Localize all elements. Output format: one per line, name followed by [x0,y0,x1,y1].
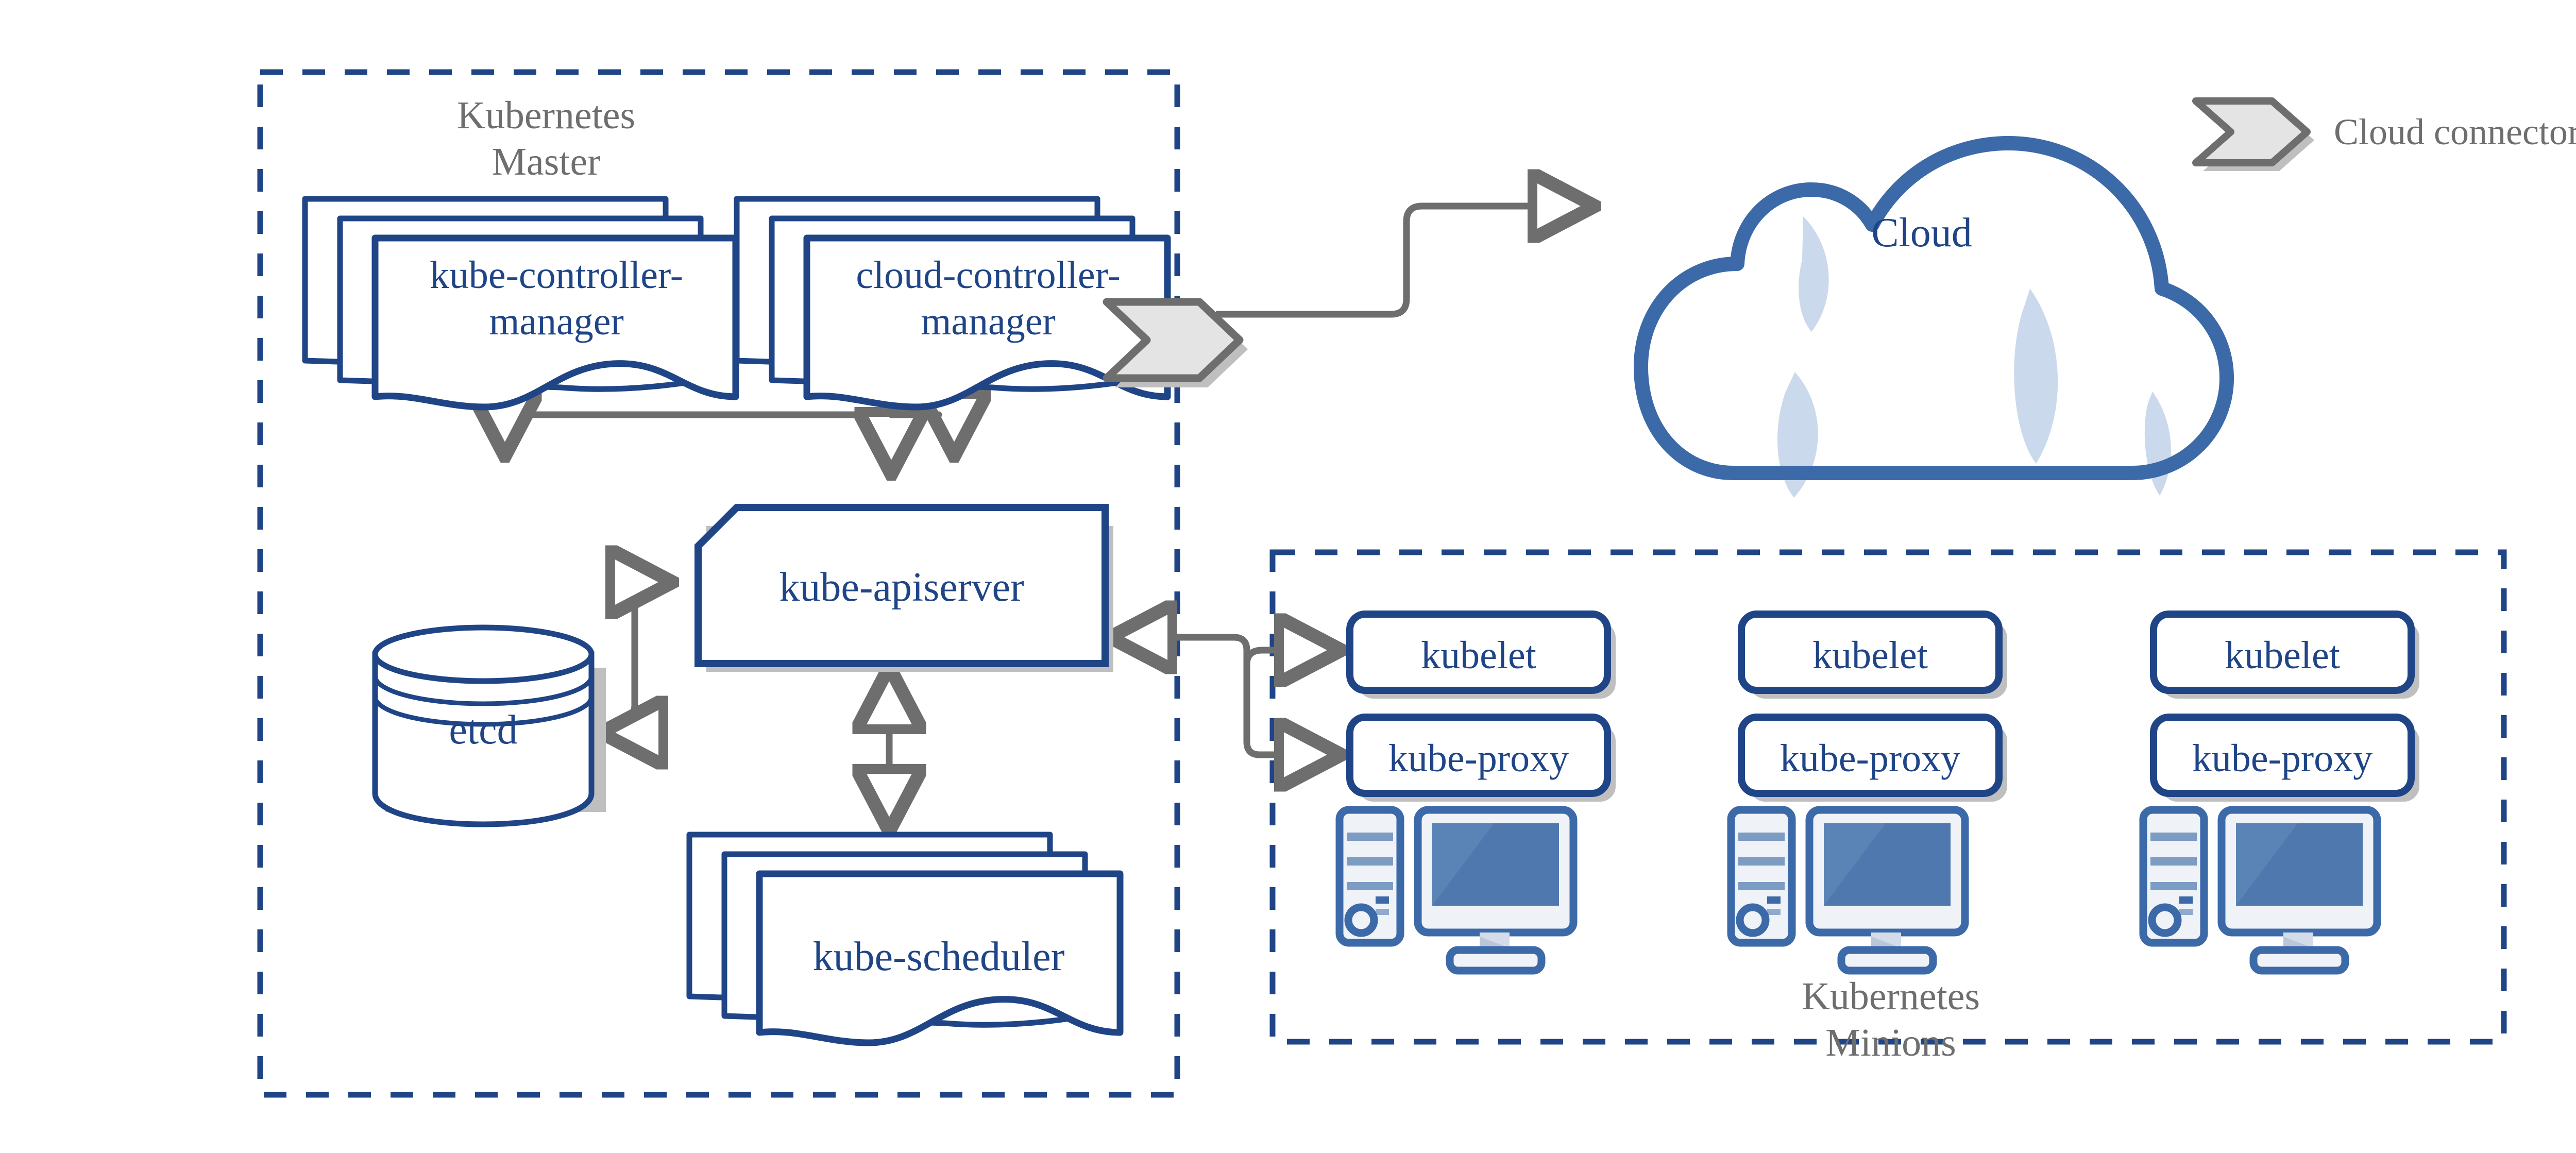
node-kubelet-2[interactable] [1738,611,2003,694]
node-cloud[interactable] [1634,136,2234,498]
node-label-kubelet-3: kubelet [2225,634,2340,677]
node-label-kube-scheduler: kube-scheduler [812,934,1065,979]
chevron-connector-icon-master [1103,298,1248,387]
group-box-minions [1269,549,2507,1045]
node-kube-proxy-3[interactable] [2150,714,2415,797]
node-label-kube-controller-manager: kube-controller- manager [429,253,684,343]
edge-apiserver-kubelet [1243,650,1338,665]
node-kubelet-3[interactable] [2150,611,2415,694]
legend-chevron-connector-icon [2192,97,2314,171]
node-kube-scheduler[interactable] [686,832,1124,1046]
desktop-computer-icon-2 [1727,806,1969,975]
desktop-computer-icon-3 [2139,806,2381,975]
legend-label-cloud-connector: Cloud connector [2334,111,2576,152]
node-label-kubelet-2: kubelet [1812,634,1928,677]
edge-apiserver-cloudcontroller [941,415,954,453]
node-kube-proxy-1[interactable] [1346,714,1611,797]
group-label-minions: Kubernetes Minions [1801,975,1980,1064]
node-label-kube-proxy-3: kube-proxy [2192,737,2373,780]
desktop-computer-icon-1 [1335,806,1578,975]
node-label-cloud: Cloud [1871,210,1972,256]
node-kubelet-1[interactable] [1346,611,1611,694]
node-label-cloud-controller-manager: cloud-controller- manager [856,253,1121,343]
node-label-kube-proxy-2: kube-proxy [1780,737,1961,780]
node-label-kube-apiserver: kube-apiserver [779,565,1024,610]
node-kube-proxy-2[interactable] [1738,714,2003,797]
edge-cloudcontroller-cloud [1216,206,1592,318]
edge-apiserver-etcd [604,582,670,733]
edge-apiserver-controllers-bus [505,415,891,471]
node-label-kubelet-1: kubelet [1421,634,1536,677]
node-etcd[interactable] [372,624,606,827]
node-kube-controller-manager[interactable] [302,196,739,411]
minion-2 [1727,611,2007,975]
edge-apiserver-kubeproxy [1113,637,1338,755]
node-label-etcd: etcd [449,707,518,753]
minion-1 [1335,611,1616,975]
group-label-master: Kubernetes Master [456,94,636,183]
node-label-kube-proxy-1: kube-proxy [1388,737,1569,780]
minion-3 [2139,611,2419,975]
node-kube-apiserver[interactable] [694,504,1113,672]
node-cloud-controller-manager[interactable] [734,196,1171,411]
connector-group [505,206,1592,828]
